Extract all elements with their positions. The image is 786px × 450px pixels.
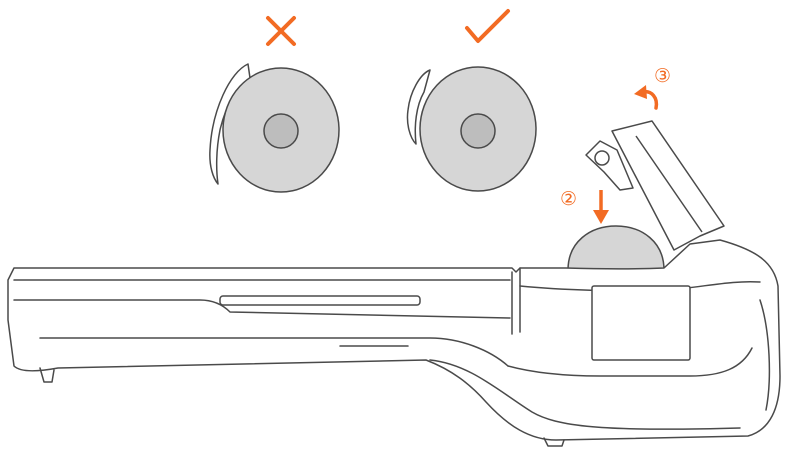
paper-roll-correct [406, 66, 537, 192]
step-2-label: ② [560, 188, 577, 210]
rotate-arrow-icon [634, 85, 659, 110]
paper-roll-in-compartment [567, 225, 665, 271]
step-3-label: ③ [654, 65, 671, 87]
correct-orientation-check-icon [465, 9, 510, 43]
paper-roll-wrong [209, 63, 340, 193]
printer-lid-open [585, 120, 725, 251]
wrong-orientation-cross-icon [266, 16, 296, 46]
payment-terminal-body [7, 239, 781, 447]
arrow-down-icon [593, 190, 609, 224]
